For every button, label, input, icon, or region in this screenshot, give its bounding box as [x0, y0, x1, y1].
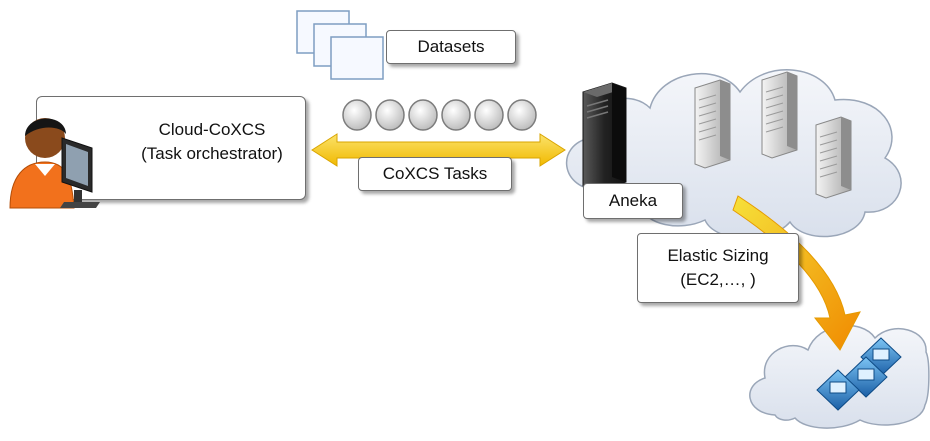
- rack-server-icon: [815, 116, 852, 199]
- task-token: [474, 99, 504, 131]
- dataset-documents: [296, 10, 384, 80]
- tasks-label: CoXCS Tasks: [382, 164, 488, 183]
- task-token: [507, 99, 537, 131]
- aneka-server: [582, 82, 627, 192]
- task-token: [441, 99, 471, 131]
- aneka-label: Aneka: [608, 191, 658, 210]
- rack-server-icon: [694, 79, 731, 169]
- datasets-label-box: Datasets: [386, 30, 516, 64]
- orchestrator-subtitle: (Task orchestrator): [141, 144, 283, 163]
- virtual-machine-icon: [816, 369, 860, 411]
- elastic-sizing-providers: (EC2,…, ): [680, 270, 756, 289]
- datasets-label: Datasets: [417, 37, 485, 56]
- elastic-sizing-title: Elastic Sizing: [667, 246, 769, 265]
- rack-server-icon: [761, 71, 798, 159]
- rack-server-3: [815, 116, 852, 199]
- orchestrator-title: Cloud-CoXCS: [158, 120, 266, 139]
- orchestrator-label: Cloud-CoXCS (Task orchestrator): [132, 118, 292, 166]
- rack-server-2: [761, 71, 798, 159]
- aneka-label-box: Aneka: [583, 183, 683, 219]
- task-token: [408, 99, 438, 131]
- user-at-computer-icon: [9, 118, 100, 209]
- dataset-documents-icon: [296, 10, 384, 80]
- task-token: [342, 99, 372, 131]
- tasks-label-box: CoXCS Tasks: [358, 157, 512, 191]
- task-tokens: [342, 99, 537, 131]
- virtual-machines: [816, 337, 902, 411]
- rack-server-1: [694, 79, 731, 169]
- server-tower-icon: [582, 82, 627, 192]
- task-token: [375, 99, 405, 131]
- elastic-sizing-box: Elastic Sizing (EC2,…, ): [637, 233, 799, 303]
